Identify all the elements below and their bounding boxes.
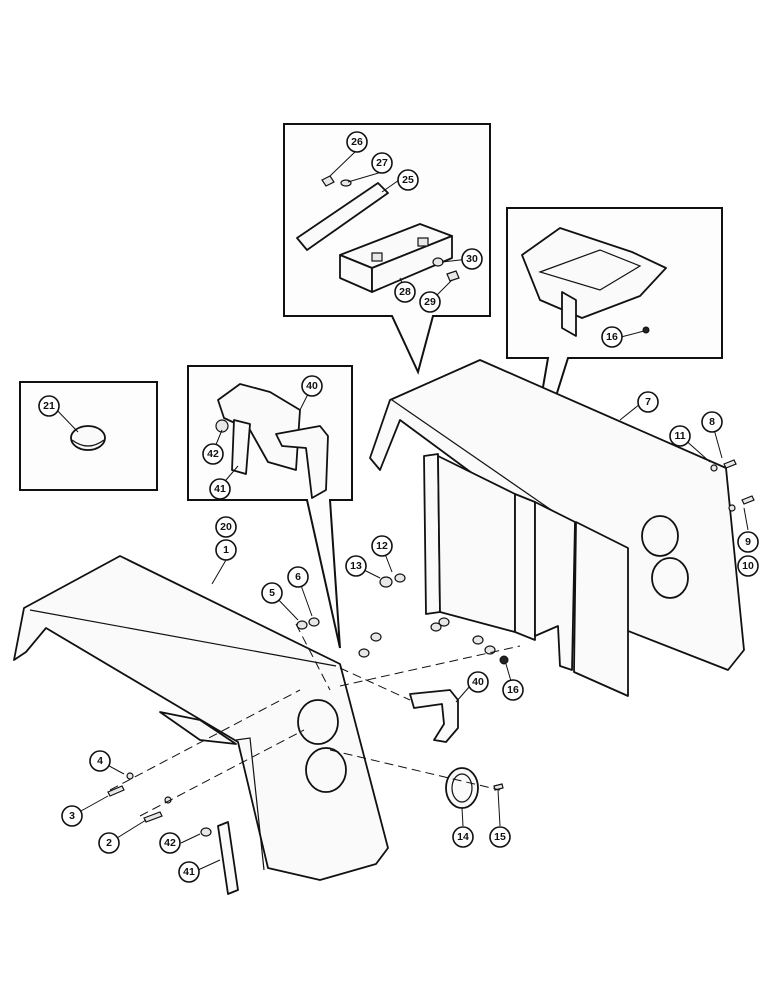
callout-25: 25: [397, 169, 419, 191]
assembly-lines: [109, 623, 521, 817]
svg-text:3: 3: [69, 810, 75, 822]
svg-text:15: 15: [494, 831, 506, 843]
inset-handle-bracket: [187, 365, 353, 649]
callout-4: 4: [89, 750, 111, 772]
callout-41-inset: 41: [209, 478, 231, 500]
svg-text:30: 30: [466, 253, 478, 265]
svg-text:2: 2: [106, 837, 112, 849]
svg-text:4: 4: [97, 755, 103, 767]
svg-text:6: 6: [295, 571, 301, 583]
callout-40: 40: [467, 671, 489, 693]
svg-text:13: 13: [350, 560, 362, 572]
callout-42-inset: 42: [202, 443, 224, 465]
callout-5: 5: [261, 582, 283, 604]
svg-text:26: 26: [351, 136, 363, 148]
loose-hardware: [107, 459, 755, 895]
svg-text:25: 25: [402, 174, 414, 186]
svg-text:12: 12: [376, 540, 388, 552]
callout-9: 9: [737, 531, 759, 553]
callout-1: 1: [215, 539, 237, 561]
callout-15: 15: [489, 826, 511, 848]
callout-27: 27: [371, 152, 393, 174]
callout-3: 3: [61, 805, 83, 827]
svg-text:41: 41: [183, 866, 195, 878]
svg-text:8: 8: [709, 416, 715, 428]
callout-16: 16: [502, 679, 524, 701]
callout-26: 26: [346, 131, 368, 153]
callout-12: 12: [371, 535, 393, 557]
svg-text:40: 40: [306, 380, 318, 392]
left-fender: [13, 555, 389, 881]
inset-cap: [19, 381, 158, 491]
callout-7: 7: [637, 391, 659, 413]
svg-text:29: 29: [424, 296, 436, 308]
svg-text:21: 21: [43, 400, 55, 412]
handle-part: [275, 425, 329, 499]
callout-13: 13: [345, 555, 367, 577]
svg-text:7: 7: [645, 396, 651, 408]
right-fender: [369, 359, 745, 697]
callout-6: 6: [287, 566, 309, 588]
svg-text:5: 5: [269, 587, 275, 599]
svg-text:10: 10: [742, 560, 754, 572]
svg-text:28: 28: [399, 286, 411, 298]
callout-8: 8: [701, 411, 723, 433]
callout-30: 30: [461, 248, 483, 270]
svg-text:14: 14: [457, 831, 469, 843]
callout-20: 20: [215, 516, 237, 538]
inset-lamp-assembly: [283, 123, 491, 375]
svg-text:16: 16: [507, 684, 519, 696]
svg-text:1: 1: [223, 544, 229, 556]
callout-28: 28: [394, 281, 416, 303]
callout-41: 41: [178, 861, 200, 883]
callout-16-inset: 16: [601, 326, 623, 348]
svg-text:11: 11: [674, 430, 685, 442]
callout-21: 21: [38, 395, 60, 417]
callout-42: 42: [159, 832, 181, 854]
callout-40-inset: 40: [301, 375, 323, 397]
inset-fender-interior: [506, 207, 723, 499]
svg-text:40: 40: [472, 676, 484, 688]
svg-text:42: 42: [207, 448, 219, 460]
svg-text:9: 9: [745, 536, 751, 548]
callout-10: 10: [737, 555, 759, 577]
callout-14: 14: [452, 826, 474, 848]
callout-29: 29: [419, 291, 441, 313]
lamp-lens-part: [296, 182, 389, 251]
svg-text:27: 27: [376, 157, 388, 169]
callout-2: 2: [98, 832, 120, 854]
screw-part: [321, 175, 335, 187]
svg-text:16: 16: [606, 331, 618, 343]
svg-text:41: 41: [214, 483, 226, 495]
handle-part: [409, 689, 459, 743]
svg-text:42: 42: [164, 837, 176, 849]
callout-11: 11: [669, 425, 691, 447]
svg-text:20: 20: [220, 521, 232, 533]
